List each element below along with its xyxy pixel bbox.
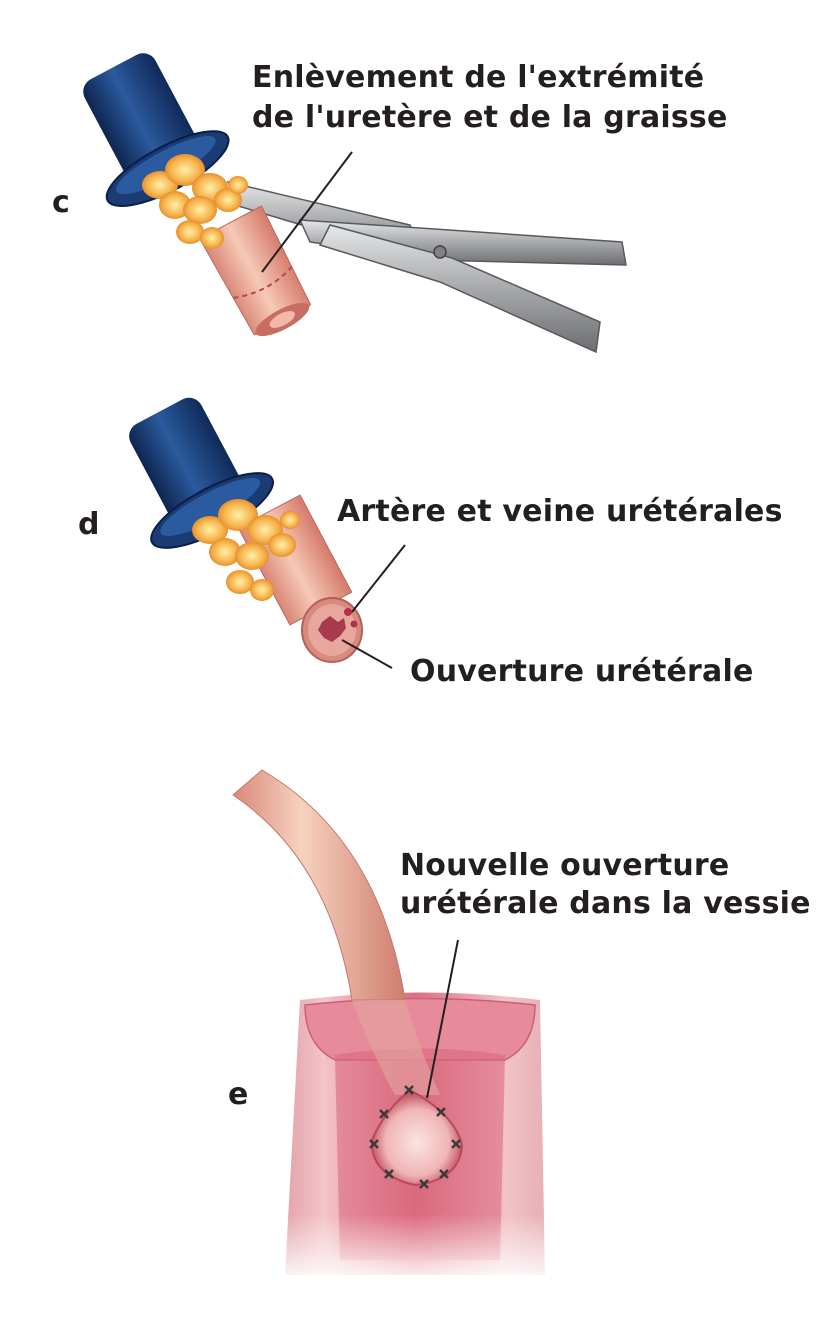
label-ureteral-opening: Ouverture urétérale — [410, 654, 754, 689]
ureter-tube-e — [232, 769, 406, 1001]
leader-line-c — [261, 151, 353, 273]
panel-letter-e: e — [228, 1077, 249, 1112]
label-e-line2: urétérale dans la vessie — [400, 886, 811, 921]
panel-e-art — [232, 769, 550, 1285]
leader-line-d1 — [351, 544, 406, 613]
artery-dot — [344, 608, 352, 616]
clamp-d-icon — [129, 397, 275, 549]
vein-dot — [350, 620, 358, 628]
panel-letter-c: c — [52, 185, 70, 220]
panel-c-art — [83, 53, 627, 354]
label-artery-vein: Artère et veine urétérales — [337, 494, 783, 529]
fat-blob-c — [142, 154, 248, 249]
fat-blob-d — [192, 499, 300, 601]
suture-icons — [369, 1085, 461, 1189]
ureteral-opening-icon — [318, 616, 346, 642]
leader-line-d2 — [341, 639, 393, 669]
panel-letter-d: d — [78, 507, 100, 542]
label-e-line1: Nouvelle ouverture — [400, 848, 730, 883]
leader-line-e — [426, 939, 459, 1099]
label-c-line1: Enlèvement de l'extrémité — [252, 60, 705, 95]
panel-d-art — [129, 397, 406, 669]
label-c-line2: de l'uretère et de la graisse — [252, 100, 728, 135]
ureter-tube-c — [199, 205, 312, 337]
scissors-icon — [226, 180, 627, 354]
